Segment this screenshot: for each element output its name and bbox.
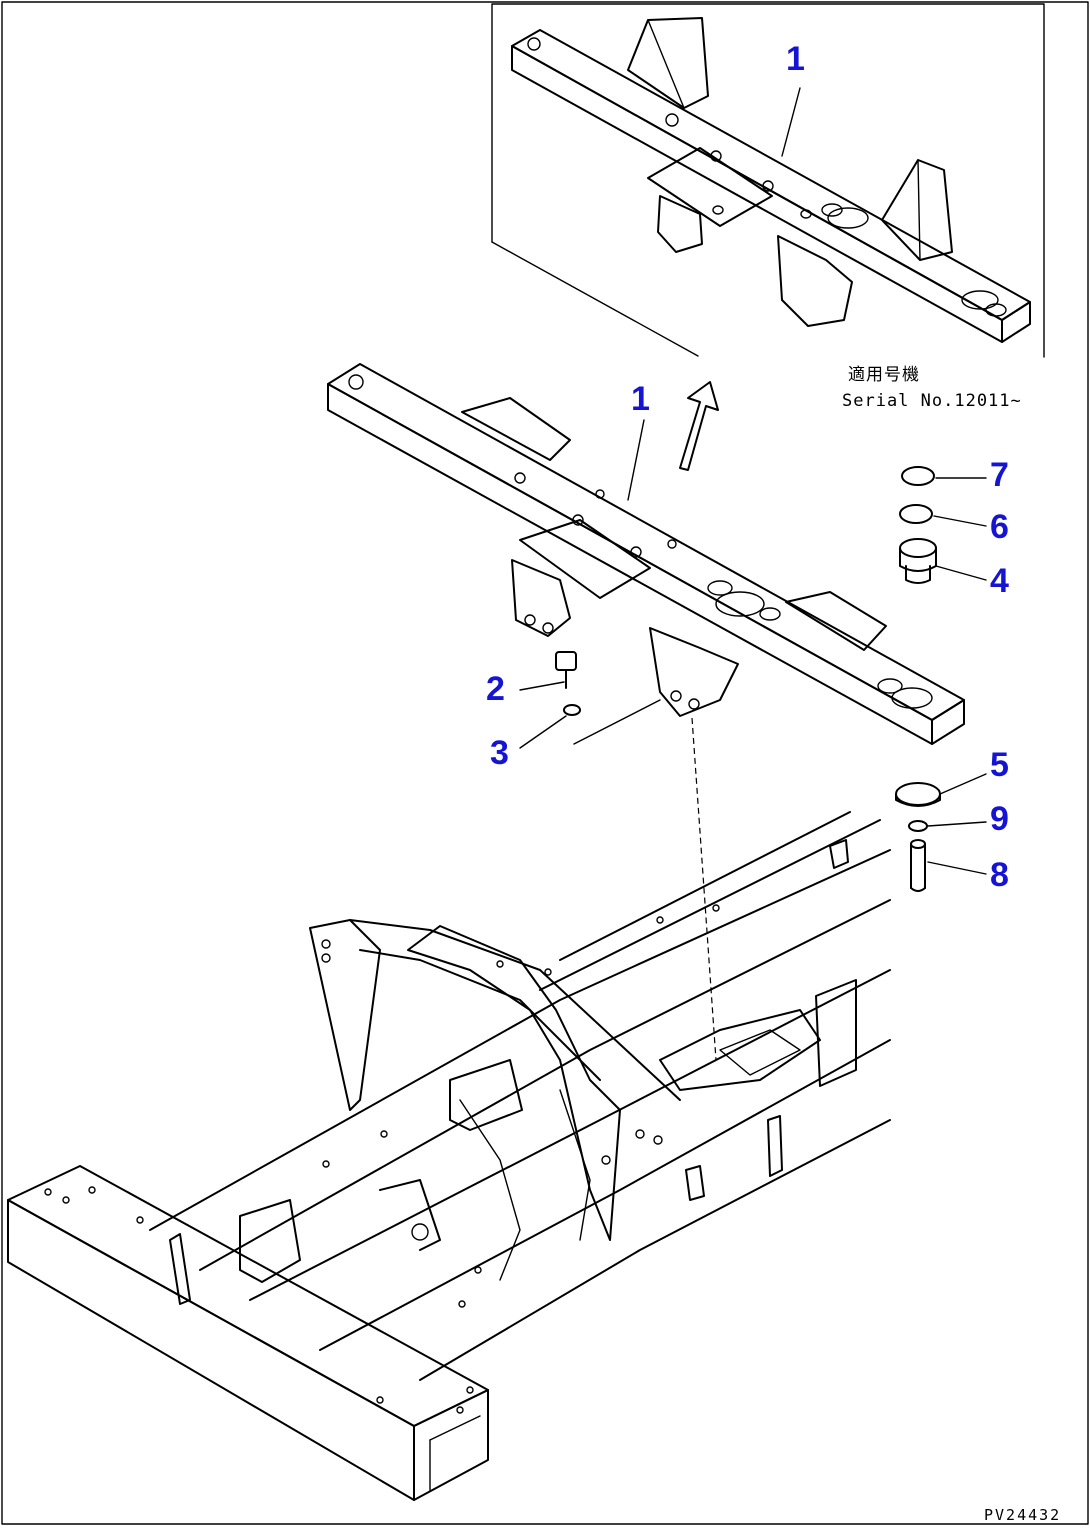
callout-numbers: 1 2 3 4 5 6 7 8 9	[486, 380, 1009, 894]
bolt-2	[555, 651, 577, 689]
callout-2: 2	[486, 670, 505, 708]
callout-8-leader	[927, 861, 987, 875]
callout-9: 9	[990, 800, 1009, 838]
inset-panel	[491, 3, 1045, 358]
callout-7: 7	[990, 456, 1009, 494]
assembly-centerline	[691, 717, 717, 1061]
upward-arrow	[679, 381, 719, 471]
washer-3	[563, 704, 581, 716]
inset-callout-leader	[781, 87, 801, 157]
callout-5-leader	[939, 773, 987, 795]
inset-callout-number: 1	[786, 40, 805, 78]
callout-5: 5	[990, 746, 1009, 784]
serial-label-jp: 適用号機	[848, 365, 920, 385]
callout-1-leader	[627, 419, 645, 501]
callout-6: 6	[990, 508, 1009, 546]
callout-9-leader	[927, 821, 987, 827]
assembly-guide-line	[573, 699, 661, 745]
washer-6	[899, 504, 933, 524]
callout-8: 8	[990, 856, 1009, 894]
inset-leader	[491, 241, 699, 357]
serial-label-en: Serial No.12011~	[842, 391, 1022, 411]
pin-8	[910, 839, 926, 892]
washer-7	[901, 466, 935, 486]
inset-beam	[511, 17, 1031, 343]
callout-1: 1	[631, 380, 650, 418]
drawing-code: PV24432	[984, 1506, 1061, 1524]
callout-4: 4	[990, 562, 1009, 600]
equalizer-beam	[327, 363, 965, 745]
callout-2-leader	[519, 681, 565, 691]
callout-4-leader	[935, 565, 987, 581]
callout-3-leader	[519, 715, 567, 749]
callout-6-leader	[933, 515, 987, 527]
inset-frame	[491, 3, 1045, 358]
callout-3: 3	[490, 734, 509, 772]
chassis-frame	[7, 811, 891, 1501]
pad-5	[895, 782, 941, 807]
bushing-4	[899, 538, 937, 584]
washer-9	[908, 820, 928, 832]
